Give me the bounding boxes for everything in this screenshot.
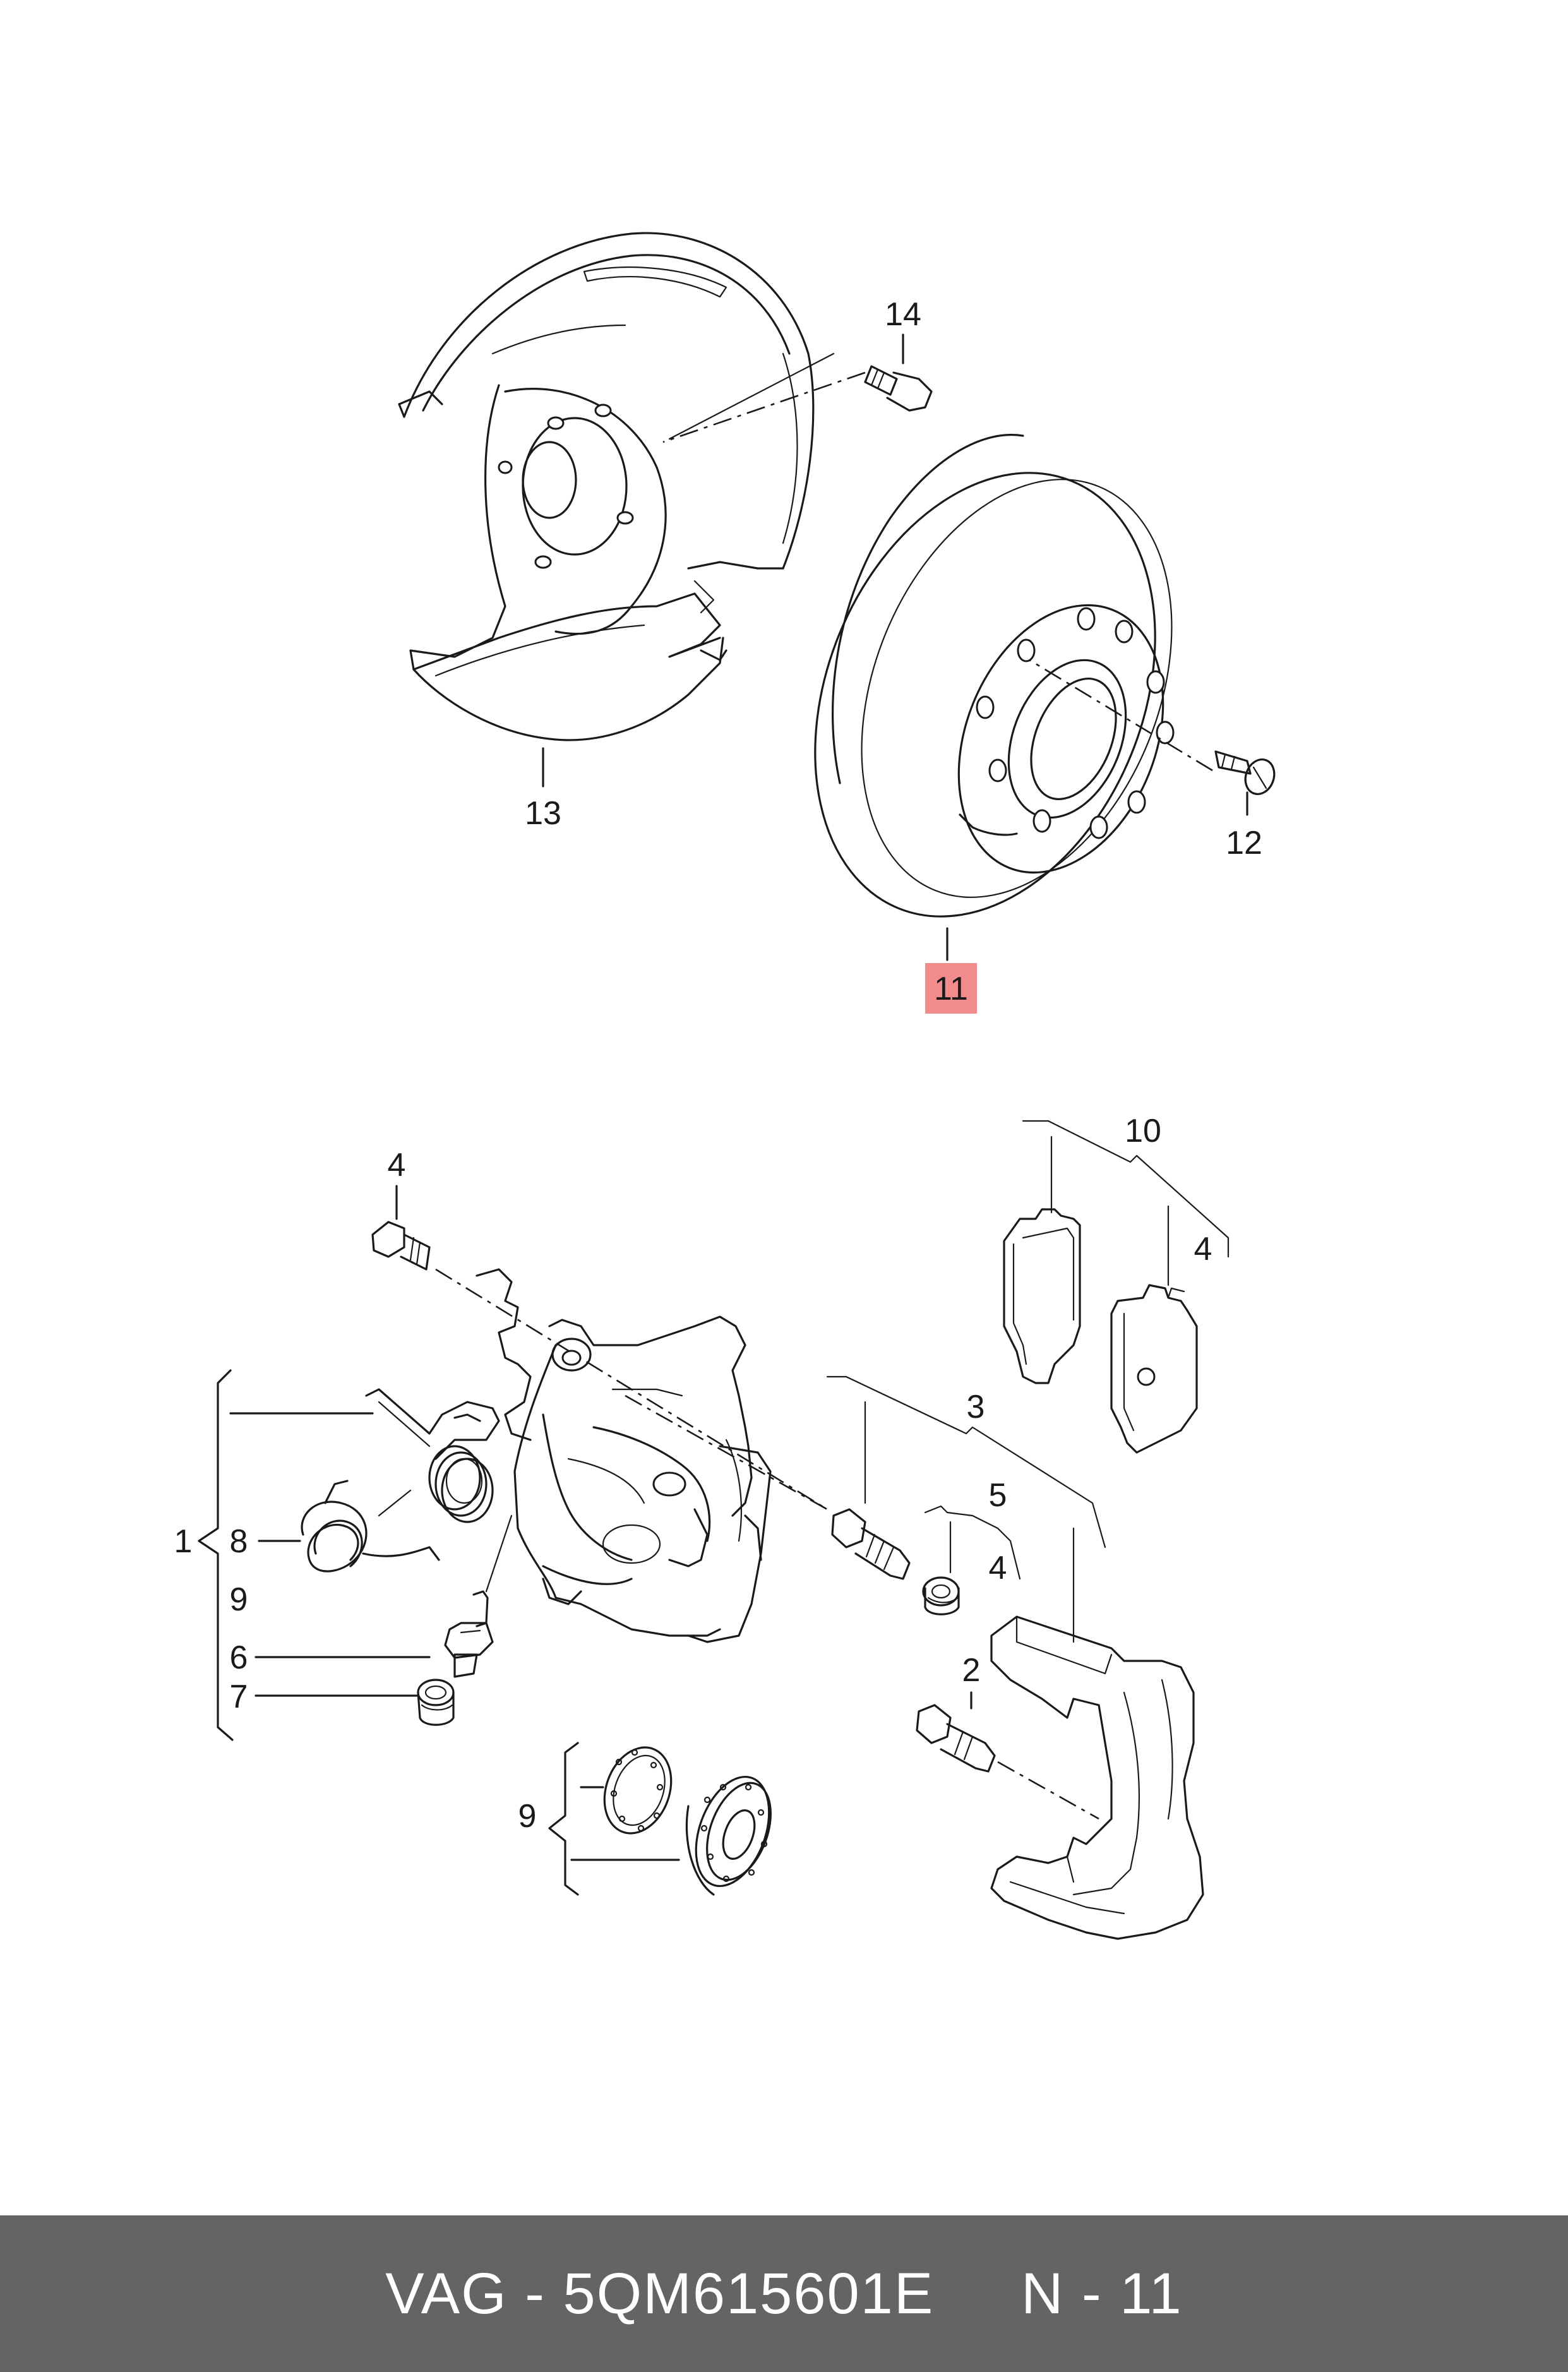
part-7-cap (417, 1679, 455, 1726)
callout-2: 2 (962, 1652, 981, 1689)
exploded-parts-diagram: 14 13 12 11 10 4 4 3 5 4 2 1 8 9 6 7 9 (174, 232, 1276, 1940)
callout-9-bearing: 9 (518, 1798, 537, 1835)
part-1-brake-caliper (476, 1268, 772, 1643)
callout-5: 5 (989, 1477, 1007, 1514)
part-12-screw (1214, 750, 1276, 795)
callout-4-pads: 4 (1194, 1231, 1212, 1267)
part-8-spring (301, 1480, 440, 1572)
callout-13: 13 (525, 795, 561, 832)
callout-1: 1 (174, 1523, 193, 1560)
part-10-brake-pads (1003, 1208, 1198, 1454)
callout-6: 6 (230, 1639, 248, 1676)
part-6-bleed-screw (444, 1590, 494, 1678)
part-9-bearing (685, 1775, 772, 1896)
callout-12: 12 (1226, 825, 1262, 861)
part-number-label: VAG - 5QM615601E N - 11 (385, 2261, 1183, 2326)
part-2-bolt (916, 1704, 996, 1773)
part-carrier-bracket (990, 1615, 1204, 1940)
callout-8: 8 (230, 1523, 248, 1560)
part-11-brake-disc (814, 433, 1175, 918)
callout-11-highlight (925, 963, 977, 1014)
callout-9-caliper: 9 (230, 1581, 248, 1618)
part-9-gasket (603, 1746, 673, 1835)
part-5-boot (922, 1576, 960, 1615)
callout-4-bolt: 4 (388, 1147, 406, 1183)
callout-10: 10 (1125, 1113, 1161, 1149)
part-13-backing-plate (398, 232, 815, 741)
callout-14: 14 (885, 296, 921, 333)
part-3-guide-bolt (831, 1508, 911, 1580)
part-caliper-spring (428, 1445, 494, 1523)
part-bracket-clip (365, 1388, 500, 1460)
callout-7: 7 (230, 1679, 248, 1715)
callout-3: 3 (967, 1389, 985, 1425)
callout-4-boot: 4 (989, 1550, 1007, 1586)
part-14-bolt (864, 365, 933, 412)
footer-banner: VAG - 5QM615601E N - 11 (0, 2215, 1568, 2372)
part-4-bolt (371, 1221, 431, 1271)
callout-11: 11 (934, 971, 968, 1007)
